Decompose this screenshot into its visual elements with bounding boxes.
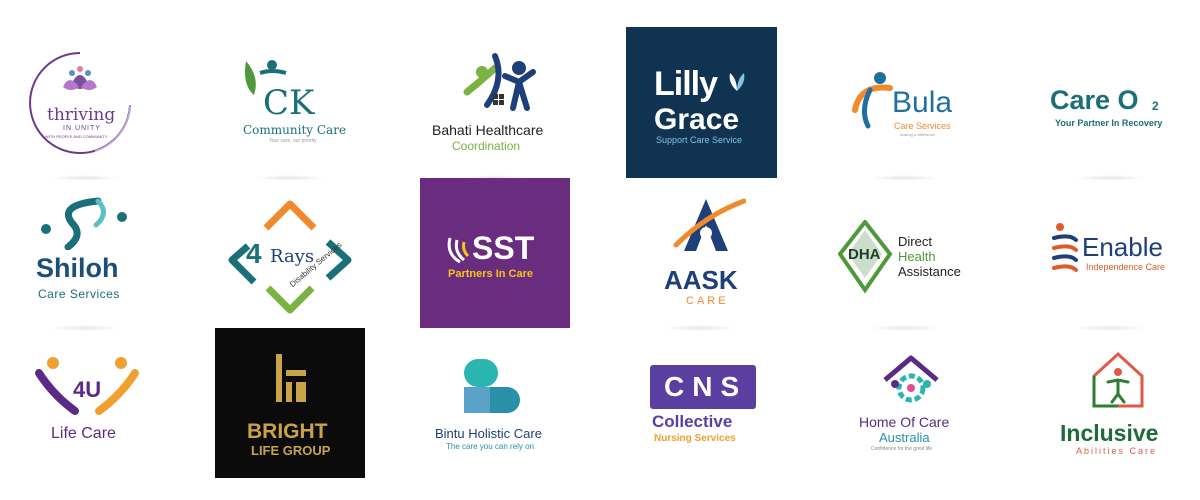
- logo-lilly-grace: Lilly Grace Support Care Service: [626, 27, 777, 178]
- care-o2-name: Care O: [1050, 85, 1139, 115]
- logo-thriving-in-unity: thriving IN UNITY WITH PEOPLE AND COMMUN…: [25, 45, 135, 160]
- logo-shadow: [870, 175, 940, 181]
- logo-4u-life-care: 4U Life Care: [35, 355, 140, 450]
- lily-flower-icon: [729, 73, 745, 91]
- logo-sst-partners: SST Partners In Care: [420, 178, 570, 328]
- lilly-line2: Grace: [654, 103, 740, 136]
- logo-shadow: [870, 325, 940, 331]
- logo-shadow: [50, 175, 120, 181]
- 4rays-num: 4: [246, 238, 262, 269]
- shiloh-sub: Care Services: [38, 287, 120, 301]
- bahati-name: Bahati Healthcare: [432, 122, 544, 138]
- bahati-sub: Coordination: [452, 139, 521, 153]
- shiloh-name: Shiloh: [36, 253, 119, 283]
- letter-a-swoosh-icon: [673, 198, 746, 251]
- logo-shiloh-care: Shiloh Care Services: [30, 195, 150, 305]
- care-o2-tagline: Your Partner In Recovery: [1055, 118, 1163, 128]
- people-heart-icon: [35, 357, 139, 415]
- ick-tagline: Your care, our priority: [269, 138, 317, 144]
- diamond-frame-icon: [228, 200, 352, 314]
- logo-bahati-healthcare: Bahati Healthcare Coordination: [425, 50, 565, 155]
- cns-line2: Nursing Services: [654, 433, 736, 444]
- bintu-tagline: The care you can rely on: [446, 442, 535, 451]
- logo-care-o2: Care O 2 Your Partner In Recovery: [1045, 85, 1185, 135]
- running-figure-icon: [852, 72, 893, 129]
- lotus-circle-icon: [29, 52, 131, 154]
- inclusive-name: Inclusive: [1060, 420, 1159, 446]
- ick-mark: CK: [263, 83, 315, 123]
- logo-bula-care: Bula Care Services making a difference: [850, 70, 970, 140]
- logo-shadow: [1075, 175, 1145, 181]
- 4u-mark: 4U: [73, 377, 102, 402]
- diamond-emblem-icon: [838, 220, 893, 294]
- dha-mark: DHA: [848, 246, 881, 263]
- thriving-subtitle: IN UNITY: [63, 125, 101, 132]
- lilly-line1: Lilly: [654, 65, 718, 103]
- stripes-figure-icon: [1052, 223, 1078, 272]
- logo-direct-health-assistance: DHA Direct Health Assistance: [838, 220, 988, 295]
- thriving-tagline: WITH PEOPLE AND COMMUNITY: [45, 134, 108, 139]
- house-family-icon: [883, 355, 939, 403]
- logo-aask-care: AASK CARE: [660, 195, 750, 310]
- dha-line2: Health: [898, 249, 936, 264]
- enable-tagline: Independence Care: [1086, 262, 1166, 272]
- swirl-dots-icon: [41, 197, 127, 250]
- logo-ick-community-care: CK Community Care Your care, our priorit…: [235, 55, 350, 150]
- logo-enable-independence: Enable Independence Care: [1050, 222, 1180, 282]
- logo-bintu-holistic-care: Bintu Holistic Care The care you can rel…: [430, 355, 560, 455]
- sst-tagline: Partners In Care: [448, 268, 533, 280]
- logo-4rays-disability: 4 Rays Disability Services: [228, 198, 353, 323]
- leaf-person-icon: [245, 60, 287, 95]
- enable-name: Enable: [1082, 232, 1163, 262]
- 4u-name: Life Care: [51, 425, 116, 442]
- logo-bright-life-group: BRIGHT LIFE GROUP: [215, 328, 365, 478]
- ick-name: Community Care: [243, 123, 347, 137]
- homeofcare-tagline: Confidence for the good life: [871, 446, 933, 452]
- aask-sub: CARE: [686, 295, 729, 307]
- abstract-b-icon: [464, 359, 520, 413]
- dha-line3: Assistance: [898, 264, 961, 279]
- thriving-title: thriving: [47, 105, 116, 125]
- care-o2-sup: 2: [1152, 99, 1159, 113]
- logo-collective-nursing: CNS Collective Nursing Services: [650, 365, 760, 450]
- bintu-name: Bintu Holistic Care: [435, 426, 542, 441]
- logo-inclusive-abilities: Inclusive Abilities Care: [1058, 350, 1183, 460]
- bula-sub: Care Services: [894, 121, 951, 131]
- family-house-icon: [463, 53, 536, 111]
- sst-name: SST: [472, 230, 535, 266]
- logo-shadow: [665, 325, 735, 331]
- cns-badge: [650, 365, 756, 409]
- inclusive-tagline: Abilities Care: [1076, 446, 1158, 456]
- gold-emblem-icon: [276, 354, 306, 402]
- aask-name: AASK: [664, 265, 738, 295]
- dha-line1: Direct: [898, 234, 932, 249]
- homeofcare-line2: Australia: [879, 430, 930, 445]
- logo-home-of-care: Home Of Care Australia Confidence for th…: [855, 352, 970, 452]
- bula-name: Bula: [892, 86, 953, 119]
- hands-icon: [447, 237, 470, 264]
- 4rays-name: Rays: [270, 246, 315, 267]
- logo-shadow: [50, 325, 120, 331]
- bright-line1: BRIGHT: [247, 420, 328, 443]
- bula-tagline: making a difference: [900, 132, 935, 137]
- house-people-icon: [1092, 351, 1144, 408]
- cns-mark: CNS: [664, 371, 748, 402]
- bright-line2: LIFE GROUP: [251, 443, 331, 458]
- cns-line1: Collective: [652, 412, 733, 431]
- logo-shadow: [1075, 325, 1145, 331]
- homeofcare-line1: Home Of Care: [859, 414, 950, 430]
- logo-shadow: [255, 175, 325, 181]
- lilly-tagline: Support Care Service: [656, 135, 743, 145]
